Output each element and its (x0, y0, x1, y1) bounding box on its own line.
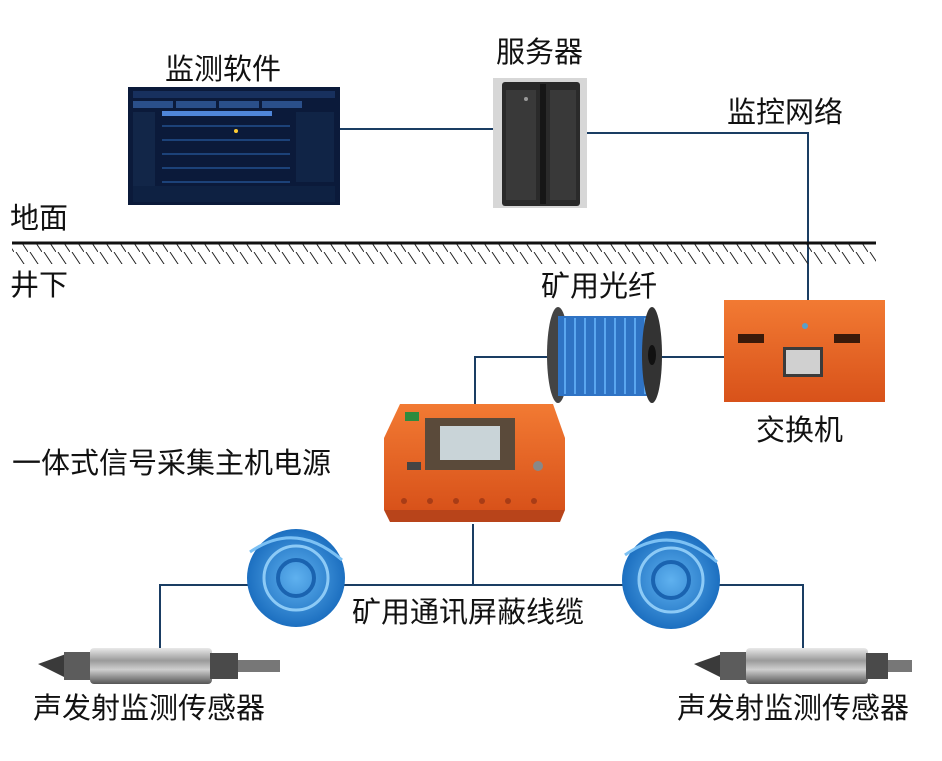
label-underground: 井下 (10, 268, 69, 302)
server-icon (493, 78, 587, 208)
label-sensor-left: 声发射监测传感器 (33, 691, 266, 725)
ground-boundary (12, 241, 876, 264)
label-host: 一体式信号采集主机电源 (12, 446, 332, 480)
label-fiber: 矿用光纤 (541, 269, 658, 303)
sensor-right-icon (694, 648, 912, 684)
line-cable-right (473, 584, 804, 652)
monitoring-software-icon (128, 87, 340, 205)
switch-icon (724, 300, 885, 402)
fiber-reel-icon (547, 307, 662, 403)
label-sensor-right: 声发射监测传感器 (677, 691, 910, 725)
sensor-left-icon (38, 648, 280, 684)
line-host-fiber (474, 356, 548, 405)
label-cable: 矿用通讯屏蔽线缆 (352, 595, 585, 629)
label-server: 服务器 (496, 35, 584, 69)
label-software: 监测软件 (165, 52, 282, 86)
host-box-icon (384, 404, 565, 522)
cable-coil-left-icon (247, 529, 345, 627)
label-switch: 交换机 (756, 413, 844, 447)
cable-coil-right-icon (622, 531, 720, 629)
label-network: 监控网络 (727, 95, 844, 129)
label-ground: 地面 (10, 201, 69, 235)
